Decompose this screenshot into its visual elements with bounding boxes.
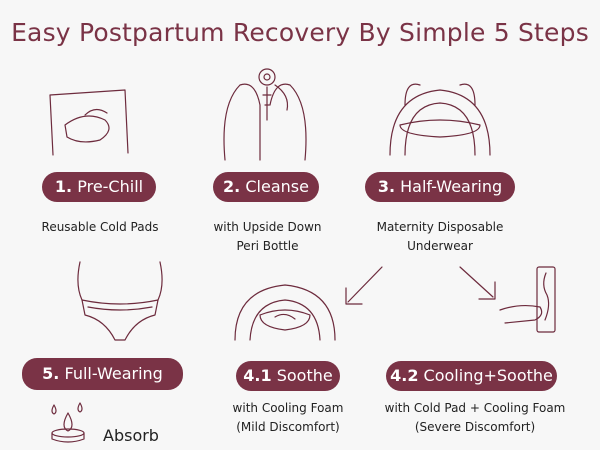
- arrow-right-icon: [459, 266, 496, 300]
- page-title: Easy Postpartum Recovery By Simple 5 Ste…: [11, 18, 589, 47]
- step-3-badge: 3. Half-Wearing: [365, 172, 515, 202]
- step-1-caption: Reusable Cold Pads: [41, 220, 159, 234]
- step-4-1-badge: 4.1 Soothe: [236, 361, 340, 391]
- step-4-2-caption: with Cold Pad + Cooling Foam(Severe Disc…: [384, 401, 566, 434]
- cooling-foam-illustration: [234, 284, 336, 341]
- step-5-badge: 5. Full-Wearing: [22, 358, 183, 390]
- absorb-label: Absorb: [103, 426, 159, 445]
- arrow-left-icon: [345, 266, 383, 305]
- step-1-badge: 1. Pre-Chill: [42, 172, 156, 202]
- underwear-full-illustration: [77, 261, 163, 341]
- underwear-half-illustration: [389, 83, 491, 156]
- step-4-1-caption: with Cooling Foam(Mild Discomfort): [232, 401, 344, 434]
- step-4-2-badge: 4.2 Cooling+Soothe: [386, 361, 557, 391]
- absorb-drops-icon: [51, 402, 85, 443]
- cold-pad-illustration: [49, 89, 129, 156]
- cold-pad-foam-illustration: [499, 266, 556, 333]
- step-2-badge: 2. Cleanse: [213, 172, 319, 202]
- peri-bottle-illustration: [223, 68, 307, 161]
